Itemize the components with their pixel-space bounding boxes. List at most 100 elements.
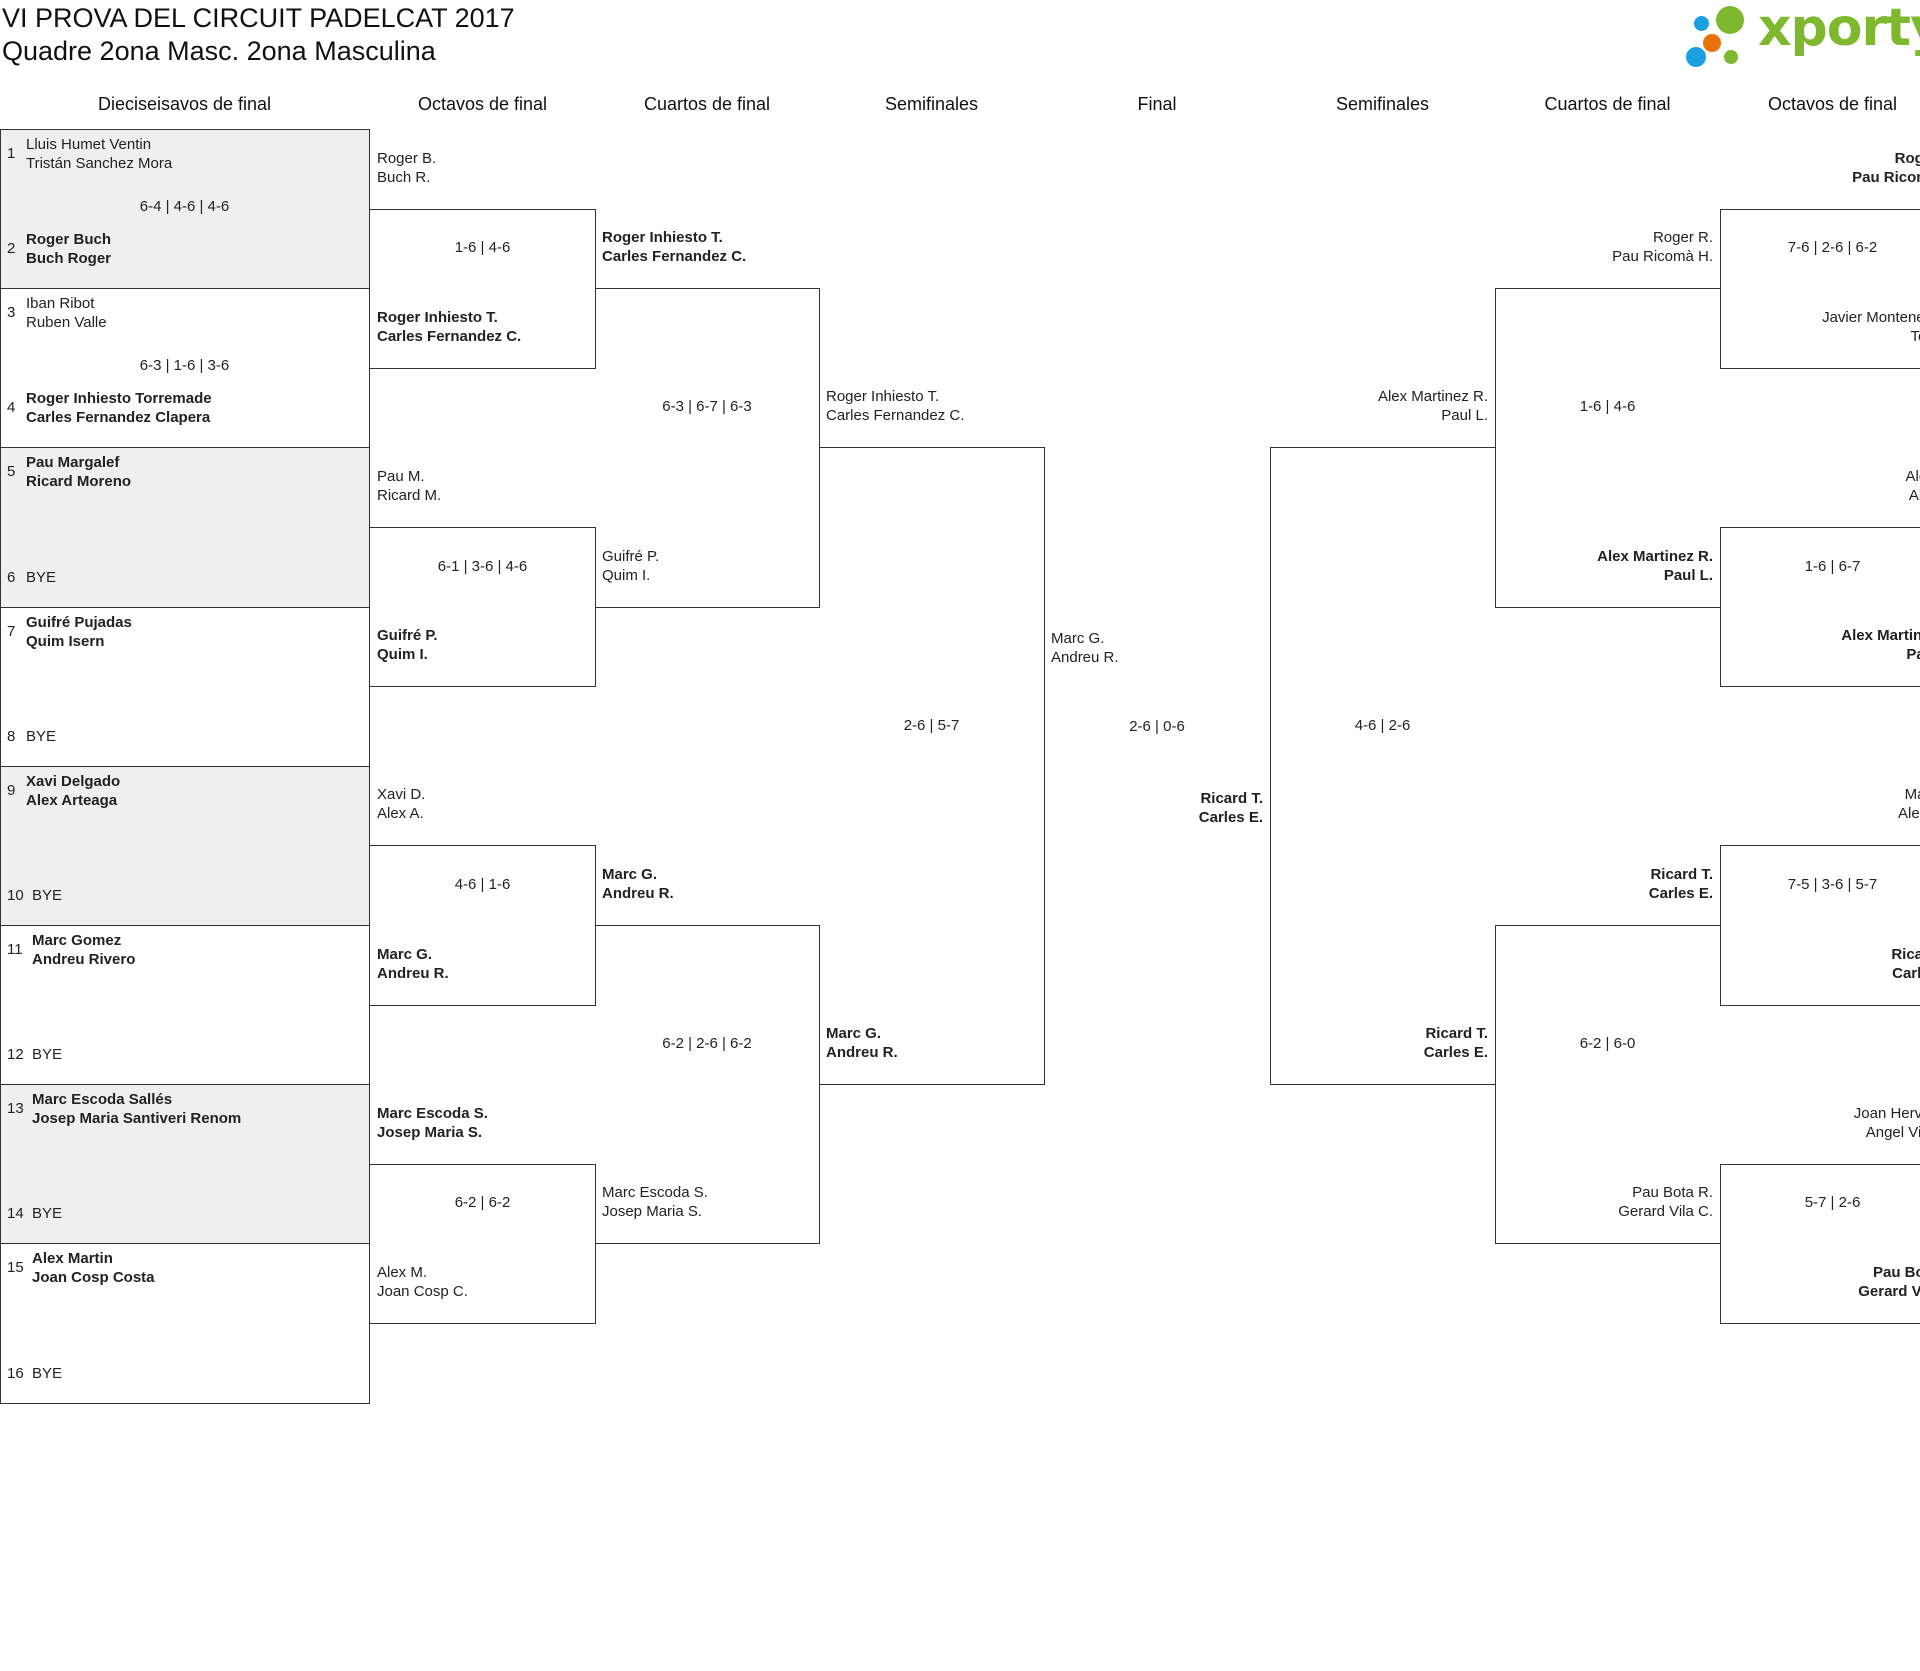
- round-header: Cuartos de final: [1544, 94, 1671, 114]
- match-score: 7-6 | 2-6 | 6-2: [1787, 239, 1878, 257]
- logo-dot-icon: [1686, 47, 1706, 67]
- seed-number: 8: [7, 727, 16, 745]
- team-name: Pau M.: [377, 468, 425, 485]
- player-name: BYE: [32, 1046, 63, 1064]
- round-header: Octavos de final: [417, 94, 548, 114]
- round-header: Semifinales: [1335, 94, 1430, 114]
- logo-text: xporty: [1758, 0, 1920, 58]
- cuartos-match-box: [1495, 925, 1720, 1245]
- octavos-match-box: [1720, 1163, 1920, 1324]
- team-name: Roger R.: [1652, 229, 1713, 247]
- team-name: Andreu R.: [826, 1044, 898, 1062]
- logo-dot-icon: [1703, 34, 1721, 52]
- team-name: Javier Montenegr: [1822, 308, 1920, 326]
- final-score: 2-6 | 0-6: [1129, 718, 1185, 735]
- team-name: Carles Fernandez C.: [826, 407, 965, 425]
- player-name: Xavi Delgado: [26, 772, 121, 790]
- team-name: Alex Martinez R.: [1597, 547, 1713, 565]
- seed-number: 16: [7, 1364, 24, 1382]
- finalist-name: Carles E.: [1198, 809, 1263, 826]
- team-name: Alexis: [1897, 805, 1920, 823]
- player-name: Andreu Rivero: [32, 951, 136, 968]
- seed-number: 11: [7, 941, 23, 958]
- team-name: Gerard Vila: [1858, 1283, 1920, 1300]
- match-score: 4-6 | 2-6: [1354, 716, 1411, 734]
- player-name: Alex Arteaga: [26, 791, 118, 809]
- match-score: 6-3 | 1-6 | 3-6: [139, 357, 230, 375]
- team-name: Marc G.: [377, 945, 433, 963]
- finalist-name: Marc G.: [1051, 630, 1105, 647]
- seed-number: 2: [7, 240, 16, 258]
- seed-number: 6: [7, 568, 16, 586]
- player-name: Lluis Humet Ventin: [26, 136, 152, 153]
- team-name: Guifré P.: [377, 627, 438, 645]
- finalist-name: Andreu R.: [1051, 649, 1119, 666]
- seed-number: 3: [7, 304, 16, 322]
- seed-number: 7: [7, 622, 16, 640]
- team-name: Roger: [1894, 149, 1920, 167]
- team-name: Marc: [1904, 786, 1920, 804]
- team-name: Xavi D.: [377, 786, 426, 804]
- team-name: Ricard T.: [1650, 866, 1713, 883]
- team-name: Pau Ricomà: [1852, 168, 1920, 186]
- team-name: Pau Bota R.: [1632, 1184, 1713, 1202]
- player-name: Pau Margalef: [26, 454, 120, 472]
- match-score: 6-3 | 6-7 | 6-3: [662, 398, 752, 416]
- team-name: Carles: [1892, 964, 1920, 982]
- team-name: Marc G.: [826, 1025, 882, 1043]
- seed-number: 4: [7, 399, 16, 417]
- player-name: Tristán Sanchez Mora: [26, 155, 173, 172]
- r32-match: [0, 129, 370, 290]
- team-name: Roger Inhiesto T.: [377, 308, 498, 326]
- seed-number: 5: [7, 463, 16, 481]
- team-name: Buch R.: [377, 168, 431, 186]
- team-name: Alex M.: [377, 1264, 428, 1281]
- team-name: Aleix: [1905, 468, 1920, 485]
- match-score: 6-2 | 6-0: [1579, 1035, 1636, 1053]
- team-name: Josep Maria S.: [602, 1203, 703, 1221]
- player-name: BYE: [26, 727, 57, 745]
- team-name: Marc Escoda S.: [602, 1184, 708, 1202]
- team-name: Marc Escoda S.: [377, 1104, 488, 1122]
- player-name: Ricard Moreno: [26, 473, 132, 491]
- player-name: Buch Roger: [26, 250, 112, 268]
- team-name: Roger Inhiesto T.: [826, 388, 940, 406]
- round-header: Octavos de final: [1767, 94, 1898, 114]
- team-name: Andreu R.: [377, 964, 449, 982]
- team-name: Quim I.: [602, 566, 651, 584]
- seed-number: 13: [7, 1100, 24, 1118]
- round-header: Final: [1137, 94, 1177, 114]
- team-name: Roger Inhiesto T.: [602, 229, 723, 247]
- seed-number: 12: [7, 1046, 24, 1064]
- player-name: BYE: [26, 568, 57, 586]
- team-name: Carles E.: [1423, 1044, 1488, 1062]
- match-score: 2-6 | 5-7: [903, 716, 960, 734]
- match-score: 4-6 | 1-6: [454, 876, 511, 893]
- team-name: Josep Maria S.: [377, 1123, 483, 1141]
- match-score: 1-6 | 4-6: [1579, 398, 1636, 416]
- octavos-match-box: [1720, 208, 1920, 369]
- team-name: Marc G.: [602, 866, 658, 883]
- team-name: Quim I.: [377, 646, 428, 664]
- semis-match-box: [819, 447, 1045, 1086]
- player-name: Marc Escoda Sallés: [32, 1091, 173, 1109]
- player-name: Josep Maria Santiveri Renom: [32, 1110, 242, 1128]
- logo-dot-icon: [1716, 6, 1744, 34]
- r32-match: [0, 1243, 370, 1404]
- team-name: Carles E.: [1648, 885, 1713, 902]
- cuartos-match-box: [1495, 288, 1720, 608]
- xporty-logo: xporty: [1686, 0, 1920, 68]
- team-name: Alex Martinez: [1841, 627, 1920, 645]
- team-name: Roger B.: [377, 149, 437, 167]
- r32-match: [0, 765, 370, 926]
- player-name: Carles Fernandez Clapera: [26, 409, 211, 427]
- team-name: Alex Martinez R.: [1377, 388, 1488, 406]
- match-score: 6-2 | 2-6 | 6-2: [662, 1035, 752, 1053]
- match-score: 6-1 | 3-6 | 4-6: [437, 557, 528, 575]
- finalist-name: Ricard T.: [1200, 790, 1263, 807]
- team-name: Paul L.: [1441, 407, 1488, 425]
- team-name: Andreu R.: [602, 885, 674, 902]
- team-name: Ricard M.: [377, 487, 442, 504]
- team-name: Alex: [1908, 487, 1920, 504]
- match-score: 1-6 | 6-7: [1804, 557, 1861, 575]
